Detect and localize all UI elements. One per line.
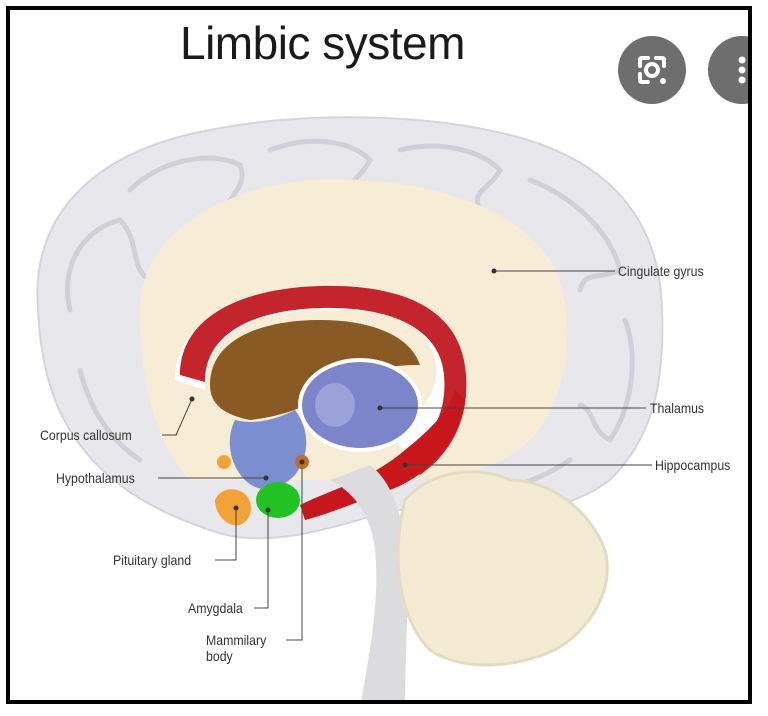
more-options-button[interactable] [708, 36, 752, 104]
cerebellum [398, 472, 607, 665]
diagram-frame: Limbic system Cingulate gyrus Thalamus H… [6, 6, 752, 704]
label-cingulate-gyrus: Cingulate gyrus [618, 263, 704, 279]
label-hippocampus: Hippocampus [655, 457, 730, 473]
label-pituitary-gland: Pituitary gland [113, 552, 191, 568]
label-amygdala: Amygdala [188, 600, 243, 616]
page-title: Limbic system [180, 16, 465, 70]
lens-search-button[interactable] [618, 36, 686, 104]
amygdala-shape [256, 482, 300, 518]
brain-illustration [10, 10, 752, 704]
label-mammilary-body-line2: body [206, 648, 233, 664]
label-mammilary-body-line1: Mammilary [206, 632, 266, 648]
lens-search-icon [618, 36, 686, 104]
label-thalamus: Thalamus [650, 400, 704, 416]
more-options-icon [708, 36, 752, 104]
label-corpus-callosum: Corpus callosum [40, 427, 132, 443]
label-hypothalamus: Hypothalamus [56, 470, 135, 486]
